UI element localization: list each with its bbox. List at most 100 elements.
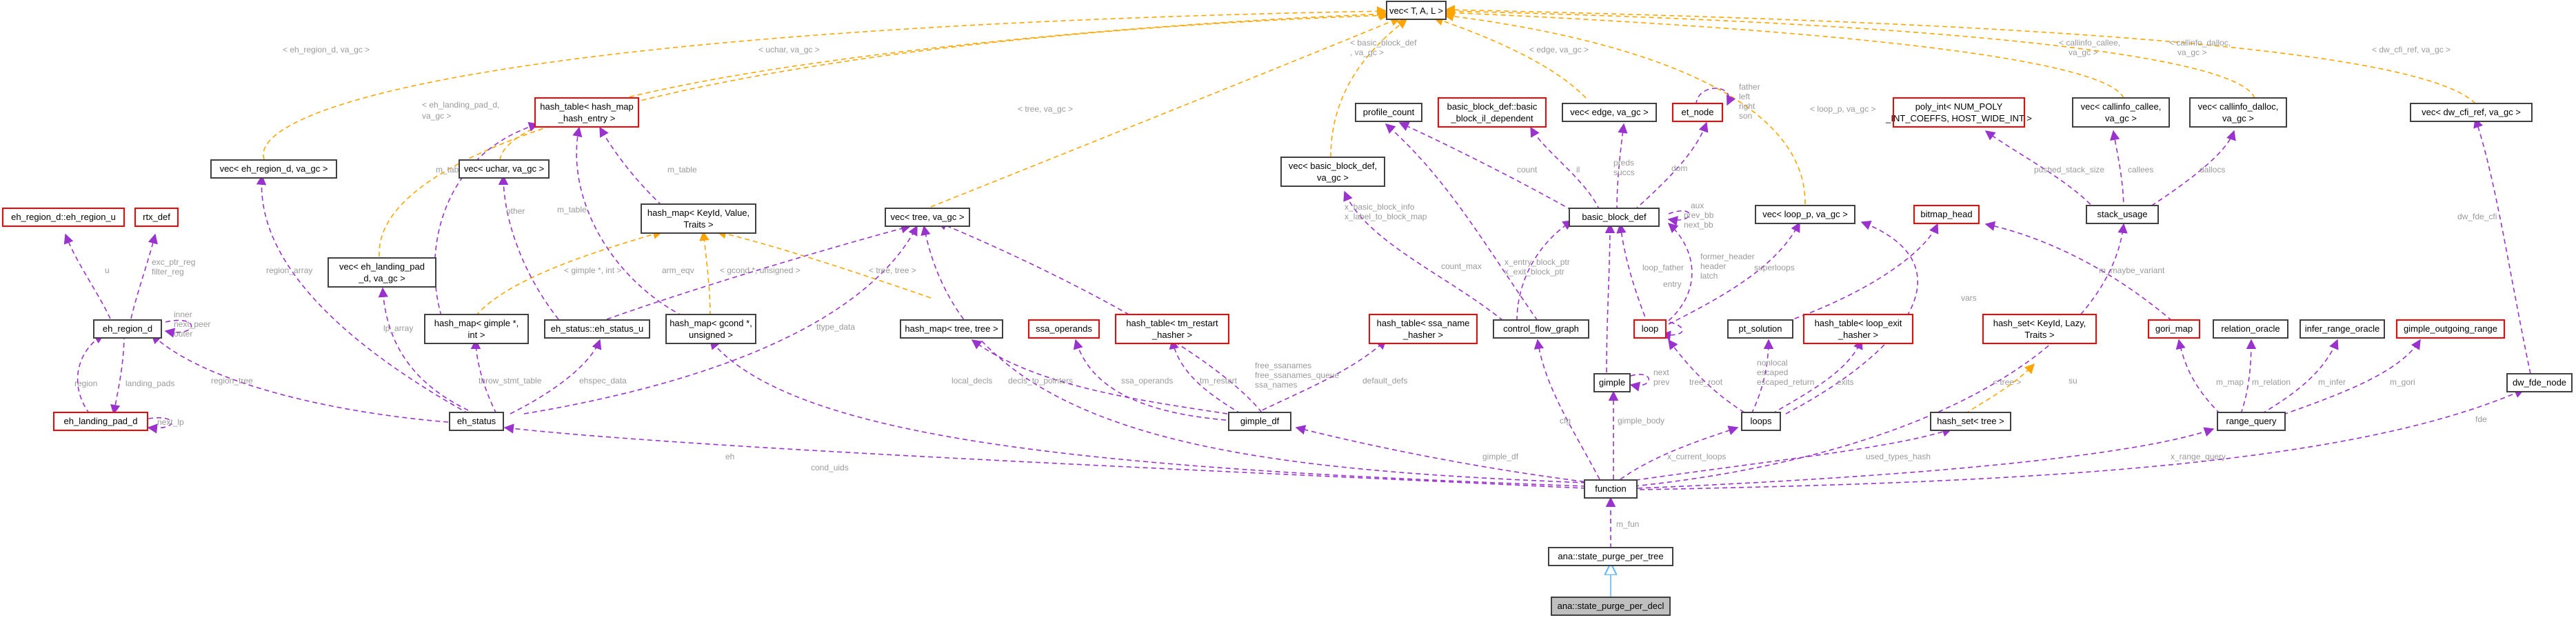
node-hash-table-hash-map[interactable]: hash_table< hash_map _hash_entry > bbox=[534, 97, 639, 128]
node-vec-basic-block-def[interactable]: vec< basic_block_def, va_gc > bbox=[1280, 157, 1385, 187]
edge-vec-dalloc-template bbox=[1445, 6, 2255, 99]
node-bitmap-head[interactable]: bitmap_head bbox=[1913, 205, 1980, 224]
edge-count-max bbox=[1385, 123, 1538, 321]
label: nonlocal bbox=[1757, 358, 1788, 368]
node-dw-fde-node[interactable]: dw_fde_node bbox=[2506, 373, 2573, 392]
node-vec-dw-cfi-ref[interactable]: vec< dw_cfi_ref, va_gc > bbox=[2410, 103, 2533, 122]
node-eh-status[interactable]: eh_status bbox=[449, 412, 504, 431]
node-basic-block-def[interactable]: basic_block_def bbox=[1569, 208, 1660, 227]
edge-vec-landing-pad-template bbox=[379, 10, 1390, 257]
node-vec-callinfo-callee[interactable]: vec< callinfo_callee, va_gc > bbox=[2072, 97, 2170, 128]
node-function[interactable]: function bbox=[1584, 479, 1638, 499]
label: x_current_loops bbox=[1667, 452, 1726, 461]
node-hash-set-keyid[interactable]: hash_set< KeyId, Lazy, Traits > bbox=[1982, 314, 2097, 344]
node-hash-map-gimple[interactable]: hash_map< gimple *, int > bbox=[424, 314, 529, 344]
node-eh-landing-pad-d[interactable]: eh_landing_pad_d bbox=[53, 412, 148, 431]
svg-text:vec< T, A, L >: vec< T, A, L > bbox=[1389, 6, 1443, 16]
svg-text:stack_usage: stack_usage bbox=[2097, 209, 2148, 219]
node-vec-eh-landing-pad-d[interactable]: vec< eh_landing_pad _d, va_gc > bbox=[328, 257, 436, 288]
node-profile-count[interactable]: profile_count bbox=[1355, 103, 1422, 122]
node-vec-uchar[interactable]: vec< uchar, va_gc > bbox=[459, 159, 550, 179]
node-hash-set-tree[interactable]: hash_set< tree > bbox=[1930, 412, 2011, 431]
label: escaped bbox=[1757, 368, 1788, 377]
edge-basic-block-info bbox=[1343, 190, 1504, 321]
svg-text:vec< edge, va_gc >: vec< edge, va_gc > bbox=[1570, 107, 1648, 117]
node-loops[interactable]: loops bbox=[1741, 412, 1781, 431]
label: cfg bbox=[1560, 416, 1571, 426]
edge-lp-array bbox=[378, 287, 476, 414]
node-gimple-outgoing-range[interactable]: gimple_outgoing_range bbox=[2396, 319, 2505, 339]
svg-text:hash_table< hash_map: hash_table< hash_map bbox=[540, 101, 634, 112]
label: va_gc > bbox=[2069, 48, 2097, 57]
edge-et-node-self bbox=[1695, 88, 1736, 106]
label: tm_restart bbox=[1200, 376, 1238, 386]
svg-text:int >: int > bbox=[468, 330, 485, 340]
node-infer-range-oracle[interactable]: infer_range_oracle bbox=[2300, 319, 2385, 339]
node-rtx-def[interactable]: rtx_def bbox=[134, 208, 179, 227]
node-vec-eh-region-d[interactable]: vec< eh_region_d, va_gc > bbox=[210, 159, 337, 179]
node-loop[interactable]: loop bbox=[1633, 319, 1667, 339]
node-relation-oracle[interactable]: relation_oracle bbox=[2213, 319, 2288, 339]
label: throw_stmt_table bbox=[479, 376, 542, 386]
node-basic-block-def-dep[interactable]: basic_block_def::basic _block_il_depende… bbox=[1438, 97, 1547, 128]
label: dallocs bbox=[2200, 165, 2225, 174]
svg-text:_INT_COEFFS, HOST_WIDE_INT >: _INT_COEFFS, HOST_WIDE_INT > bbox=[1885, 113, 2032, 123]
node-vec-tal[interactable]: vec< T, A, L > bbox=[1386, 1, 1447, 20]
edge-m-infer bbox=[2261, 339, 2339, 414]
node-vec-callinfo-dalloc[interactable]: vec< callinfo_dalloc, va_gc > bbox=[2189, 97, 2287, 128]
node-poly-int[interactable]: poly_int< NUM_POLY _INT_COEFFS, HOST_WID… bbox=[1885, 97, 2032, 128]
node-ssa-operands[interactable]: ssa_operands bbox=[1028, 319, 1100, 339]
svg-text:eh_region_d::eh_region_u: eh_region_d::eh_region_u bbox=[11, 212, 116, 222]
node-eh-status-u[interactable]: eh_status::eh_status_u bbox=[544, 319, 650, 339]
node-control-flow-graph[interactable]: control_flow_graph bbox=[1493, 319, 1589, 339]
node-et-node[interactable]: et_node bbox=[1672, 103, 1723, 122]
edge-loop-father bbox=[1616, 223, 1649, 325]
node-vec-edge[interactable]: vec< edge, va_gc > bbox=[1562, 103, 1657, 122]
node-hash-table-loop-exit[interactable]: hash_table< loop_exit _hasher > bbox=[1803, 314, 1913, 344]
edge-other bbox=[498, 174, 559, 320]
label: region_tree bbox=[211, 376, 253, 386]
node-gori-map[interactable]: gori_map bbox=[2148, 319, 2200, 339]
edge-hash-map-keyid-template bbox=[716, 228, 932, 299]
label: m_table bbox=[557, 205, 587, 214]
node-ana-state-purge-per-decl[interactable]: ana::state_purge_per_decl bbox=[1551, 597, 1671, 616]
label: ssa_operands bbox=[1121, 376, 1173, 386]
node-hash-table-ssa-name[interactable]: hash_table< ssa_name _hasher > bbox=[1369, 314, 1478, 344]
label: filter_reg bbox=[152, 267, 184, 277]
svg-text:hash_table< tm_restart: hash_table< tm_restart bbox=[1126, 318, 1218, 328]
edge-ssa-operands bbox=[1073, 339, 1235, 421]
node-eh-region-d-eh-region-u[interactable]: eh_region_d::eh_region_u bbox=[2, 208, 125, 227]
label: < uchar, va_gc > bbox=[758, 45, 820, 54]
label: free_ssanames_queue bbox=[1255, 370, 1339, 380]
label: < tree > bbox=[1993, 377, 2021, 387]
node-stack-usage[interactable]: stack_usage bbox=[2086, 205, 2159, 224]
node-eh-region-d[interactable]: eh_region_d bbox=[93, 319, 162, 339]
svg-text:_hasher >: _hasher > bbox=[1151, 330, 1192, 340]
node-gimple[interactable]: gimple bbox=[1593, 373, 1631, 392]
edge-dom bbox=[1633, 121, 1709, 211]
label: < loop_p, va_gc > bbox=[1810, 104, 1875, 114]
svg-text:eh_region_d: eh_region_d bbox=[103, 323, 152, 334]
node-vec-loop-p[interactable]: vec< loop_p, va_gc > bbox=[1755, 205, 1855, 224]
node-vec-tree[interactable]: vec< tree, va_gc > bbox=[885, 208, 970, 227]
edge-landing-pads bbox=[110, 334, 125, 415]
label: outer bbox=[174, 329, 192, 339]
label: former_header bbox=[1700, 252, 1755, 261]
node-pt-solution[interactable]: pt_solution bbox=[1727, 319, 1793, 339]
node-gimple-df[interactable]: gimple_df bbox=[1228, 412, 1291, 431]
node-hash-map-tree[interactable]: hash_map< tree, tree > bbox=[900, 319, 1003, 339]
edge-bitmap-m-maybe bbox=[1984, 221, 2173, 321]
svg-text:_d, va_gc >: _d, va_gc > bbox=[358, 273, 405, 283]
edge-throw-stmt-table bbox=[470, 339, 497, 414]
node-hash-map-gcond[interactable]: hash_map< gcond *, unsigned > bbox=[665, 314, 756, 344]
edge-m-map bbox=[2175, 339, 2221, 414]
node-range-query[interactable]: range_query bbox=[2217, 412, 2286, 431]
node-ana-state-purge-per-tree[interactable]: ana::state_purge_per_tree bbox=[1548, 547, 1673, 566]
label: count_max bbox=[1441, 261, 1482, 271]
node-hash-table-tm-restart[interactable]: hash_table< tm_restart _hasher > bbox=[1115, 314, 1229, 344]
node-hash-map-keyid[interactable]: hash_map< KeyId, Value, Traits > bbox=[641, 203, 756, 234]
label: father bbox=[1739, 82, 1760, 92]
label: callees bbox=[2128, 165, 2153, 174]
label: m_maybe_variant bbox=[2099, 266, 2165, 275]
edge-m-relation bbox=[2240, 339, 2257, 414]
